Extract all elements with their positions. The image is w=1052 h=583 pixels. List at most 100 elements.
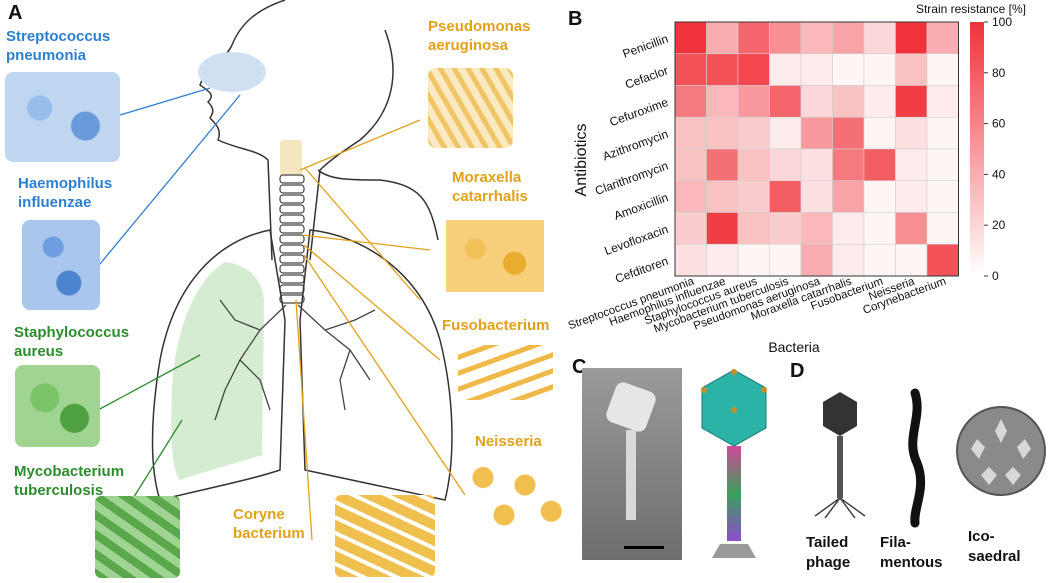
moraxella-image [446, 220, 544, 292]
heatmap-cell [706, 148, 739, 182]
heatmap-cell [737, 53, 770, 86]
colorbar-label: Strain resistance [%] [916, 2, 1026, 16]
heatmap-cell [706, 53, 739, 86]
heatmap-cell [706, 85, 739, 118]
heatmap-cell [926, 21, 959, 55]
colorbar [970, 22, 984, 276]
icosahedral-phage-icon [956, 406, 1046, 496]
heatmap-cell [674, 21, 707, 55]
panel-label-d: D [790, 360, 805, 382]
colorbar-tick-label: 100 [992, 15, 1012, 29]
heatmap-cell [895, 85, 928, 118]
heatmap-row-label: Azithromycin [601, 127, 670, 164]
heatmap-cell [737, 243, 770, 277]
label-filamentous: Fila-mentous [880, 534, 943, 571]
bronchial-tree [214, 299, 376, 421]
colorbar-tick-label: 80 [992, 66, 1006, 80]
heatmap-cell [769, 21, 802, 55]
heatmap-cell [706, 21, 739, 55]
heatmap-cell [863, 21, 896, 55]
heatmap-cell [926, 243, 959, 277]
heatmap-cell [926, 85, 959, 118]
heatmap-cell [769, 85, 802, 118]
heatmap-row-label: Levofloxacin [603, 222, 670, 258]
heatmap-cell [863, 116, 896, 150]
nasal-cavity [198, 52, 266, 92]
heatmap-cell [800, 53, 833, 86]
heatmap-cell [674, 85, 707, 118]
heatmap-cell [895, 53, 928, 86]
heatmap-cell [737, 85, 770, 118]
heatmap-cell [895, 116, 928, 150]
trachea [279, 174, 305, 304]
heatmap-cell [895, 212, 928, 245]
colorbar-tick-label: 60 [992, 117, 1006, 131]
heatmap-cell [737, 148, 770, 182]
heatmap-cell [926, 180, 959, 213]
heatmap-cell [674, 212, 707, 245]
heatmap-cell [674, 180, 707, 213]
heatmap-row-label: Cefaclor [623, 63, 670, 91]
heatmap-cell [800, 180, 833, 213]
resistance-heatmap: PenicillinCefaclorCefuroximeAzithromycin… [567, 2, 1026, 355]
heatmap-row-label: Cefditoren [613, 254, 670, 286]
heatmap-cell [926, 53, 959, 86]
heatmap-cell [832, 212, 865, 245]
heatmap-cell [800, 85, 833, 118]
heatmap-cell [863, 212, 896, 245]
heatmap-cell [737, 212, 770, 245]
heatmap-cell [863, 243, 896, 277]
heatmap-cell [832, 148, 865, 182]
heatmap-cell [800, 212, 833, 245]
heatmap-cell [832, 53, 865, 86]
heatmap-cell [737, 116, 770, 150]
label-fusobacterium: Fusobacterium [442, 317, 550, 334]
heatmap-cell [800, 21, 833, 55]
right-lung [299, 229, 453, 501]
heatmap-cell [769, 180, 802, 213]
phage-micrograph [582, 368, 682, 560]
corynebacterium-image [335, 495, 435, 577]
heatmap-frame [674, 21, 959, 277]
colorbar-tick-label: 0 [992, 269, 999, 283]
neck-outline [317, 169, 439, 241]
heatmap-cell [769, 243, 802, 277]
label-icosaedral: Ico-saedral [968, 528, 1021, 565]
heatmap-cell [863, 180, 896, 213]
heatmap-cell [800, 148, 833, 182]
heatmap-row-labels: PenicillinCefaclorCefuroximeAzithromycin… [593, 32, 670, 286]
heatmap-row-label: Penicillin [621, 32, 670, 61]
heatmap-cell [737, 21, 770, 55]
heatmap-cell [926, 148, 959, 182]
panel-label-b: B [568, 8, 583, 30]
heatmap-cell [832, 116, 865, 150]
pointer-lines-green [97, 354, 201, 501]
heatmap-cell [832, 85, 865, 118]
pointer-lines-blue [94, 87, 241, 271]
heatmap-x-axis-label: Bacteria [768, 339, 820, 355]
tailed-phage-icon [814, 392, 866, 519]
mycobacterium-image [95, 496, 180, 578]
haemophilus-image [22, 220, 100, 310]
heatmap-cell [895, 243, 928, 277]
heatmap-cell [832, 243, 865, 277]
phage-3d-model [701, 369, 767, 558]
pointer-lines-orange [295, 119, 466, 541]
left-lung-highlight [171, 262, 264, 480]
back-of-head [309, 29, 394, 261]
heatmap-row-label: Amoxicillin [612, 190, 670, 223]
throat-highlight [280, 140, 302, 180]
heatmap-cell [800, 243, 833, 277]
label-neisseria: Neisseria [475, 433, 542, 450]
heatmap-cell [926, 116, 959, 150]
heatmap-cell [863, 85, 896, 118]
respiratory-anatomy-illustration [94, 0, 466, 541]
